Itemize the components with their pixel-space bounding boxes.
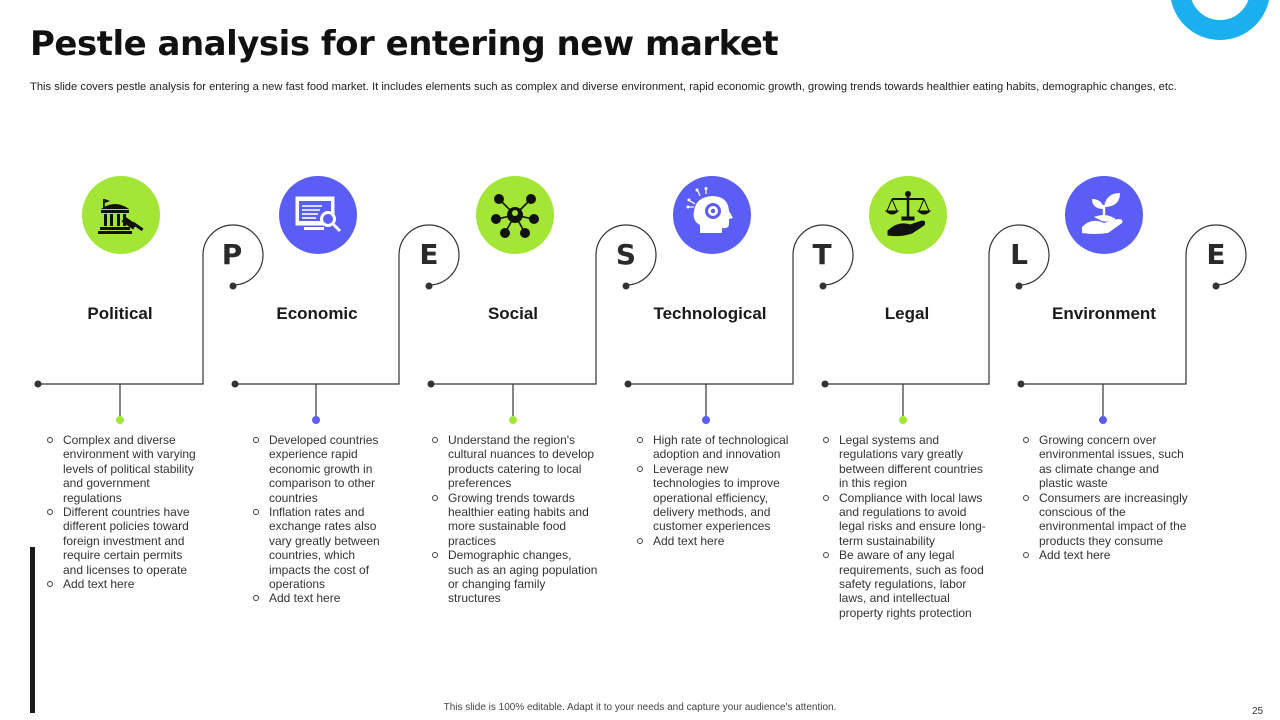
- political-bullets: Complex and diverse environment with var…: [45, 433, 205, 591]
- list-item: Legal systems and regulations vary great…: [821, 433, 993, 491]
- page-title: Pestle analysis for entering new market: [30, 24, 779, 64]
- page-subtitle: This slide covers pestle analysis for en…: [30, 81, 1177, 93]
- column-label-legal: Legal: [884, 304, 930, 323]
- column-label-technological: Technological: [653, 304, 767, 323]
- list-item: Understand the region's cultural nuances…: [430, 433, 600, 491]
- technological-bullets: High rate of technological adoption and …: [635, 433, 795, 548]
- list-item: Compliance with local laws and regulatio…: [821, 491, 993, 549]
- scales-hand-icon: [869, 176, 947, 254]
- decorative-ring: [1171, 0, 1269, 40]
- list-item: Be aware of any legal requirements, such…: [821, 548, 993, 620]
- economic-bullets: Developed countries experience rapid eco…: [251, 433, 396, 606]
- presentation-chart-icon: [279, 176, 357, 254]
- column-label-political: Political: [87, 304, 153, 323]
- list-item: Demographic changes, such as an aging po…: [430, 548, 600, 606]
- list-item: Leverage new technologies to improve ope…: [635, 462, 795, 534]
- footer-note: This slide is 100% editable. Adapt it to…: [443, 702, 837, 713]
- column-label-environment: Environment: [1052, 304, 1156, 323]
- page-number: 25: [1252, 706, 1264, 717]
- list-item: Growing concern over environmental issue…: [1021, 433, 1193, 491]
- column-label-social: Social: [487, 304, 539, 323]
- letter-p: P: [221, 238, 243, 271]
- list-item: Growing trends towards healthier eating …: [430, 491, 600, 549]
- decorative-vertical-bar: [30, 547, 35, 713]
- list-item: Consumers are increasingly conscious of …: [1021, 491, 1193, 549]
- list-item: Add text here: [635, 534, 795, 548]
- list-item: High rate of technological adoption and …: [635, 433, 795, 462]
- list-item: Add text here: [45, 577, 205, 591]
- courthouse-gavel-icon: [82, 176, 160, 254]
- list-item: Add text here: [1021, 548, 1193, 562]
- letter-e: E: [419, 238, 439, 271]
- people-network-icon: [476, 176, 554, 254]
- plant-hand-icon: [1065, 176, 1143, 254]
- legal-bullets: Legal systems and regulations vary great…: [821, 433, 993, 620]
- list-item: Complex and diverse environment with var…: [45, 433, 205, 505]
- environment-bullets: Growing concern over environmental issue…: [1021, 433, 1193, 563]
- letter-l: L: [1010, 238, 1028, 271]
- list-item: Inflation rates and exchange rates also …: [251, 505, 396, 591]
- social-bullets: Understand the region's cultural nuances…: [430, 433, 600, 606]
- letter-s: S: [615, 238, 637, 271]
- list-item: Add text here: [251, 591, 396, 605]
- list-item: Different countries have different polic…: [45, 505, 205, 577]
- column-label-economic: Economic: [276, 304, 358, 323]
- letter-t: T: [812, 238, 832, 271]
- letter-e-environment: E: [1206, 238, 1226, 271]
- head-gear-icon: [673, 176, 751, 254]
- list-item: Developed countries experience rapid eco…: [251, 433, 396, 505]
